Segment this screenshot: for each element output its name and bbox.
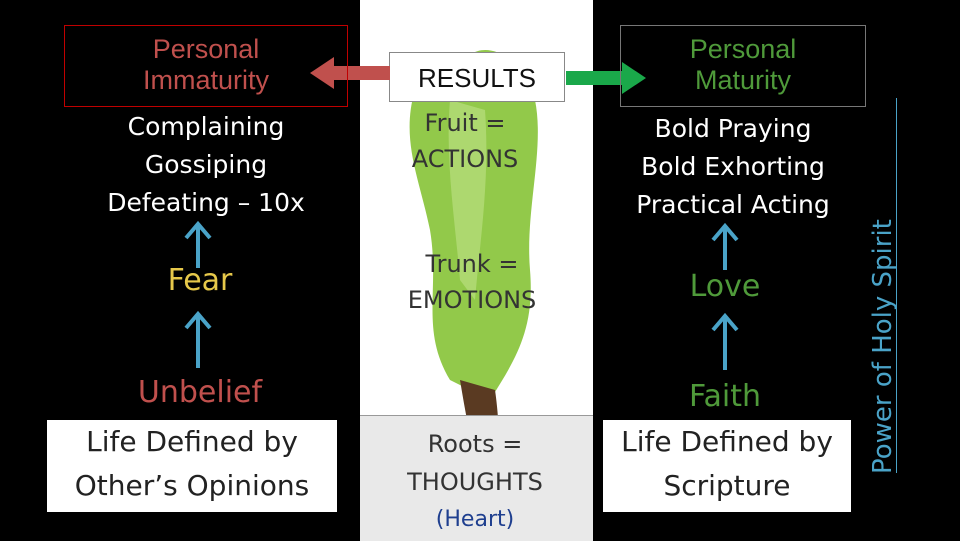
unbelief-label: Unbelief bbox=[137, 375, 263, 410]
trunk-label: Trunk = EMOTIONS bbox=[382, 246, 562, 318]
power-of-holy-spirit-label: Power of Holy Spirit bbox=[868, 219, 898, 474]
trunk-label-line1: Trunk = bbox=[425, 250, 519, 278]
love-label: Love bbox=[689, 269, 761, 304]
right-definition-line1: Life Defined by bbox=[621, 425, 833, 458]
result-practical-acting: Practical Acting bbox=[636, 190, 830, 219]
right-arrow bbox=[566, 62, 646, 94]
immaturity-box: Personal Immaturity bbox=[64, 25, 348, 107]
result-bold-praying: Bold Praying bbox=[654, 114, 812, 143]
right-definition-line2: Scripture bbox=[663, 469, 791, 502]
maturity-line1: Personal bbox=[689, 34, 797, 64]
left-definition-line1: Life Defined by bbox=[86, 425, 298, 458]
maturity-box: Personal Maturity bbox=[620, 25, 866, 107]
roots-label-line2: THOUGHTS bbox=[407, 468, 543, 496]
immaturity-line1: Personal bbox=[152, 34, 260, 64]
result-complaining: Complaining bbox=[127, 112, 285, 141]
result-gossiping: Gossiping bbox=[144, 150, 268, 179]
roots-label-line1: Roots = bbox=[427, 430, 523, 458]
results-label: RESULTS bbox=[418, 63, 536, 93]
right-definition-box: Life Defined by Scripture bbox=[603, 420, 851, 512]
heart-label: (Heart) bbox=[435, 507, 515, 532]
roots-box bbox=[360, 415, 593, 541]
fruit-label-line2: ACTIONS bbox=[411, 145, 519, 173]
results-box: RESULTS bbox=[389, 52, 565, 102]
up-arrow-icon bbox=[711, 312, 739, 370]
result-bold-exhorting: Bold Exhorting bbox=[641, 152, 825, 181]
side-divider bbox=[896, 98, 897, 473]
roots-label: Roots = THOUGHTS bbox=[380, 425, 570, 501]
up-arrow-icon bbox=[711, 222, 739, 270]
fear-label: Fear bbox=[167, 263, 233, 298]
maturity-results: Bold Praying Bold Exhorting Practical Ac… bbox=[600, 110, 866, 224]
left-arrow bbox=[310, 57, 390, 89]
immaturity-results: Complaining Gossiping Defeating – 10x bbox=[70, 108, 342, 222]
trunk-label-line2: EMOTIONS bbox=[407, 286, 537, 314]
left-definition-box: Life Defined by Other’s Opinions bbox=[47, 420, 337, 512]
immaturity-line2: Immaturity bbox=[142, 65, 269, 95]
fruit-label: Fruit = ACTIONS bbox=[385, 105, 545, 177]
fruit-label-line1: Fruit = bbox=[424, 109, 506, 137]
maturity-line2: Maturity bbox=[694, 65, 792, 95]
faith-label: Faith bbox=[689, 379, 761, 414]
left-definition-line2: Other’s Opinions bbox=[74, 469, 310, 502]
up-arrow-icon bbox=[184, 220, 212, 268]
tree-highlight bbox=[448, 100, 487, 300]
up-arrow-icon bbox=[184, 310, 212, 368]
result-defeating: Defeating – 10x bbox=[107, 188, 305, 217]
